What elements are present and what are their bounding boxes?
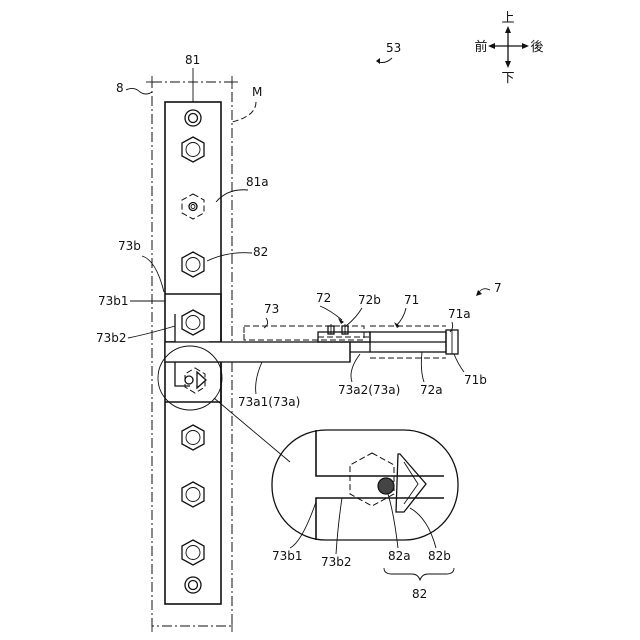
detail-73b1-leader [290, 502, 316, 548]
ref-73a1-leader [256, 362, 262, 394]
ref-71-leader [396, 308, 406, 326]
ref-53-leader [378, 58, 392, 63]
detail-73b2-label: 73b2 [321, 555, 352, 569]
ref-71b-leader [454, 354, 464, 372]
ref-73a2-leader [351, 354, 360, 382]
ref-72-leader [320, 306, 342, 320]
compass-up-label: 上 [501, 11, 514, 26]
hex-bolt-lower-1 [182, 425, 204, 450]
compass-front-label: 前 [474, 39, 487, 55]
ref-73-label: 73 [264, 302, 279, 316]
hex-hole-81a [182, 194, 204, 219]
ref-73b2-label: 73b2 [96, 331, 127, 345]
ref-72b-label: 72b [358, 293, 381, 307]
ref-71-label: 71 [404, 293, 419, 307]
compass-down-label: 下 [501, 71, 514, 86]
bolt-top [185, 110, 201, 126]
hex-bolt-1 [182, 137, 204, 162]
ref-73b-label: 73b [118, 239, 141, 253]
direction-compass: 上 下 前 後 [474, 11, 543, 86]
rod-71 [370, 326, 458, 358]
ref-7-label: 7 [494, 281, 502, 295]
ref-72a-label: 72a [420, 383, 443, 397]
ref-71a-label: 71a [448, 307, 471, 321]
ref-82-leader [207, 253, 252, 261]
detail-82b-leader [410, 508, 436, 548]
ref-8-leader [126, 88, 152, 94]
ref-72a-leader [421, 352, 424, 382]
ref-M-label: M [252, 85, 262, 99]
hex-bolt-82-upper [182, 252, 204, 277]
hex-bolt-bracket [182, 310, 204, 335]
ref-M-leader [232, 102, 256, 122]
ref-73a2-label: 73a2(73a) [338, 383, 400, 397]
ref-81-label: 81 [185, 53, 200, 67]
detail-82a-label: 82a [388, 549, 411, 563]
ref-72-label: 72 [316, 291, 331, 305]
ref-71b-label: 71b [464, 373, 487, 387]
detail-73b2-leader [336, 498, 342, 554]
ref-82-label: 82 [253, 245, 268, 259]
hex-bolt-lower-2 [182, 482, 204, 507]
detail-82b-label: 82b [428, 549, 451, 563]
hex-bolt-82-in-bracket [185, 368, 206, 393]
detail-73b1-label: 73b1 [272, 549, 303, 563]
ref-73b1-label: 73b1 [98, 294, 129, 308]
detail-82-label: 82 [412, 587, 427, 601]
arm-73-outline [244, 326, 364, 340]
ref-8-label: 8 [116, 81, 124, 95]
compass-back-label: 後 [530, 40, 543, 55]
arm-73a1 [165, 342, 350, 362]
detail-view: 73b1 73b2 82a 82b 82 [272, 430, 458, 601]
ref-73a1-label: 73a1(73a) [238, 395, 300, 409]
detail-82-brace [384, 568, 454, 580]
bolt-bottom [185, 577, 201, 593]
ref-81a-label: 81a [246, 175, 269, 189]
hex-bolt-lower-3 [182, 540, 204, 565]
ref-53-label: 53 [386, 41, 401, 55]
ref-73b-leader [142, 256, 164, 292]
ref-72b-leader [346, 308, 362, 326]
